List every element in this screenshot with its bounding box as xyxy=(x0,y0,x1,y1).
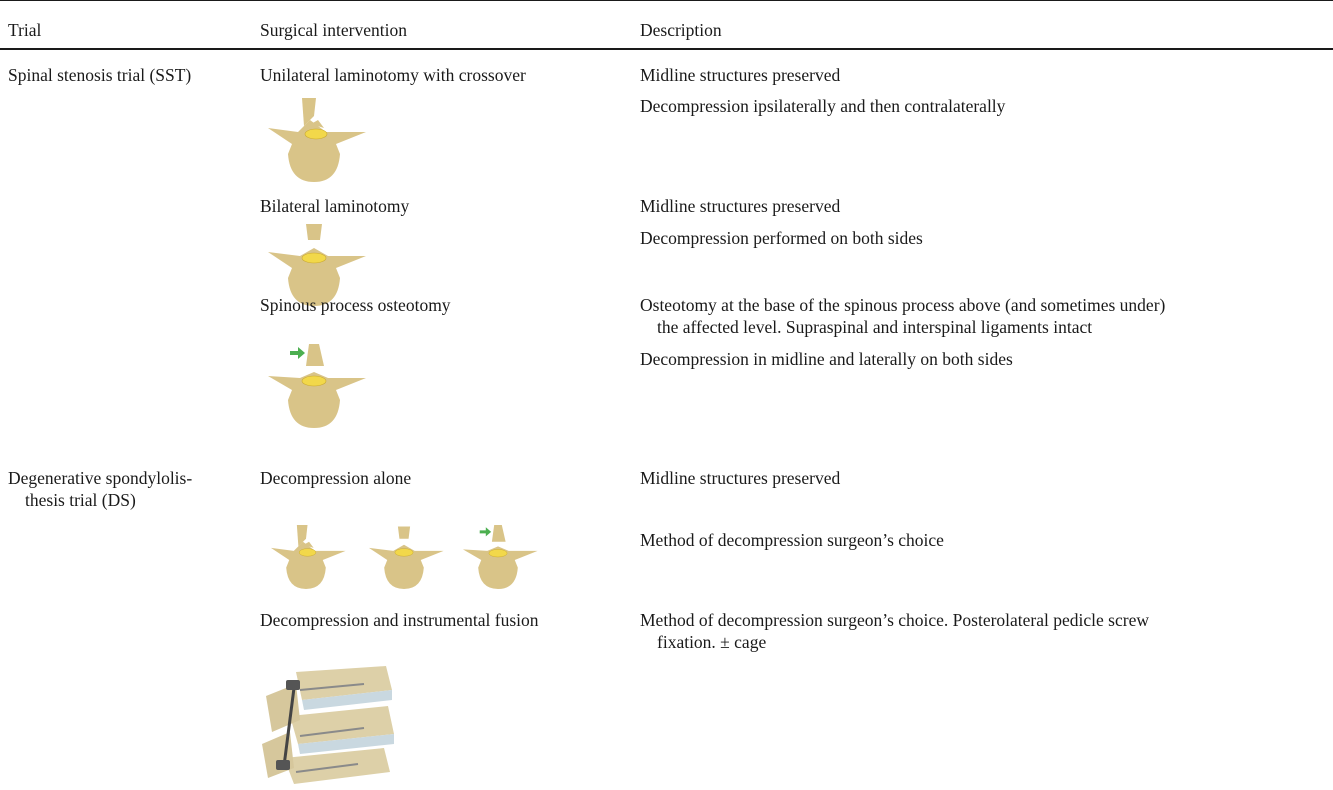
description-line: Decompression ipsilaterally and then con… xyxy=(640,96,1006,116)
description-line: Method of decompression surgeon’s choice… xyxy=(640,610,1149,630)
trial-sst: Spinal stenosis trial (SST) xyxy=(8,65,192,85)
description-line: Decompression performed on both sides xyxy=(640,228,923,248)
vertebra-bilateral-small-illustration xyxy=(356,525,452,589)
intervention-bilateral-laminotomy: Bilateral laminotomy xyxy=(260,196,410,216)
vertebra-unilateral-laminotomy-illustration xyxy=(254,98,374,182)
intervention-unilateral-laminotomy: Unilateral laminotomy with crossover xyxy=(260,65,526,85)
vertebra-spinous-process-osteotomy-illustration xyxy=(254,344,374,428)
description-line: Method of decompression surgeon’s choice xyxy=(640,530,944,550)
header-trial: Trial xyxy=(8,20,42,40)
intervention-decompression-alone: Decompression alone xyxy=(260,468,412,488)
vertebra-unilateral-small-illustration xyxy=(258,525,354,589)
header-description: Description xyxy=(640,20,722,40)
description-line: fixation. ± cage xyxy=(657,632,767,652)
intervention-spinous-process-osteotomy: Spinous process osteotomy xyxy=(260,295,451,315)
description-line: Midline structures preserved xyxy=(640,468,841,488)
header-surgical-intervention: Surgical intervention xyxy=(260,20,407,40)
vertebra-bilateral-laminotomy-illustration xyxy=(254,222,374,306)
description-line: Osteotomy at the base of the spinous pro… xyxy=(640,295,1166,315)
trial-ds-line1: Degenerative spondylolis- xyxy=(8,468,193,488)
trial-ds-line2: thesis trial (DS) xyxy=(25,490,136,510)
description-line: the affected level. Supraspinal and inte… xyxy=(657,317,1093,337)
spine-fusion-pedicle-screw-illustration xyxy=(260,660,400,788)
vertebra-osteotomy-small-illustration xyxy=(450,525,546,589)
description-line: Decompression in midline and laterally o… xyxy=(640,349,1013,369)
description-line: Midline structures preserved xyxy=(640,65,841,85)
table-top-rule xyxy=(0,0,1333,1)
description-line: Midline structures preserved xyxy=(640,196,841,216)
table-header-rule xyxy=(0,48,1333,50)
intervention-decompression-instrumental-fusion: Decompression and instrumental fusion xyxy=(260,610,539,630)
